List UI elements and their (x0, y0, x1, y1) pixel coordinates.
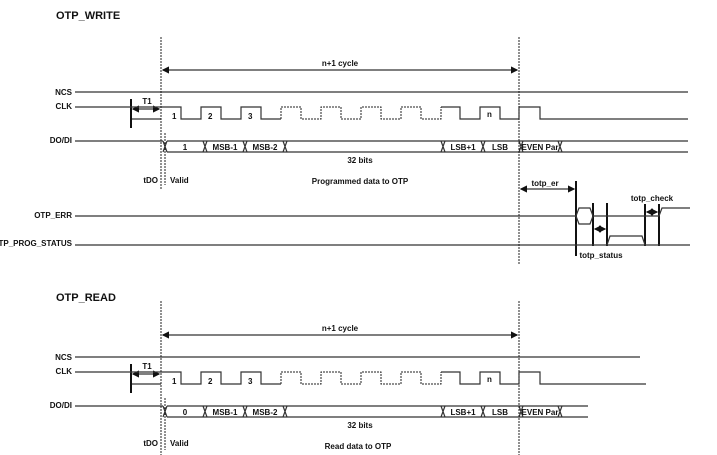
bit-transition (202, 140, 208, 153)
bit-transition (242, 405, 248, 418)
tdo-label: tDO (143, 176, 158, 185)
totp-status-label: totp_status (579, 251, 623, 260)
bit-transition (480, 140, 486, 153)
totp-check-label: totp_check (631, 194, 674, 203)
signal-label-otp-err: OTP_ERR (34, 211, 72, 220)
dodi-bus (167, 405, 588, 418)
bit-transition (480, 405, 486, 418)
bit-label: LSB (492, 408, 508, 417)
bit-transition (440, 140, 446, 153)
bit-transition (282, 140, 288, 153)
clk-label: 2 (208, 377, 213, 386)
bit-label: 0 (183, 408, 188, 417)
valid-label: Valid (170, 439, 189, 448)
dodi-bus (167, 140, 688, 153)
bit-transition (242, 140, 248, 153)
signal-label-dodi: DO/DI (50, 136, 72, 145)
otp-write-section: OTP_WRITE n+1 cycle NCS CLK DO/DI T1 1 2… (0, 10, 690, 265)
bits-total-label: 32 bits (347, 156, 373, 165)
totp-er-label: totp_er (531, 179, 558, 188)
bit-transition (518, 405, 524, 418)
bit-label: MSB-1 (213, 143, 238, 152)
clk-label: 3 (248, 377, 253, 386)
data-caption: Read data to OTP (325, 442, 392, 451)
bit-transition (518, 140, 524, 153)
clk-label: n (487, 110, 492, 119)
bit-label: MSB-1 (213, 408, 238, 417)
otp-err-waveform-lower (575, 215, 594, 225)
bits-total-label: 32 bits (347, 421, 373, 430)
signal-label-ncs: NCS (55, 353, 73, 362)
signal-label-ncs: NCS (55, 88, 73, 97)
cycle-label: n+1 cycle (322, 59, 359, 68)
otp-err-waveform (75, 207, 690, 217)
bit-label: EVEN Par (522, 408, 559, 417)
signal-label-clk: CLK (56, 102, 73, 111)
bit-transition (282, 405, 288, 418)
bit-transition (557, 140, 563, 153)
signal-label-dodi: DO/DI (50, 401, 72, 410)
clk-label: 2 (208, 112, 213, 121)
clk-waveform-continued (280, 106, 442, 120)
bit-label: MSB-2 (253, 143, 278, 152)
clk-waveform-end (441, 106, 688, 120)
bit-transition (557, 405, 563, 418)
otp-read-section: OTP_READ n+1 cycle NCS CLK DO/DI T1 1 2 … (50, 292, 646, 455)
data-caption: Programmed data to OTP (312, 177, 409, 186)
clk-waveform-continued (280, 371, 442, 385)
bit-label: LSB (492, 143, 508, 152)
bit-transition (202, 405, 208, 418)
bit-label: 1 (183, 143, 188, 152)
bit-transition (440, 405, 446, 418)
valid-label: Valid (170, 176, 189, 185)
clk-label: n (487, 375, 492, 384)
clk-label: 1 (172, 377, 177, 386)
bit-label: EVEN Par (522, 143, 559, 152)
signal-label-clk: CLK (56, 367, 73, 376)
section-title: OTP_WRITE (56, 10, 120, 22)
bit-label: MSB-2 (253, 408, 278, 417)
clk-label: 1 (172, 112, 177, 121)
t1-label: T1 (142, 97, 152, 106)
tdo-label: tDO (143, 439, 158, 448)
otp-prog-status-waveform (75, 235, 690, 246)
clk-label: 3 (248, 112, 253, 121)
section-title: OTP_READ (56, 292, 116, 304)
clk-waveform (75, 106, 281, 120)
bit-label: LSB+1 (450, 408, 476, 417)
clk-waveform-end (441, 371, 646, 385)
signal-label-otp-prog-status: OTP_PROG_STATUS (0, 239, 73, 248)
t1-label: T1 (142, 362, 152, 371)
cycle-label: n+1 cycle (322, 324, 359, 333)
bit-label: LSB+1 (450, 143, 476, 152)
clk-waveform (75, 371, 281, 385)
